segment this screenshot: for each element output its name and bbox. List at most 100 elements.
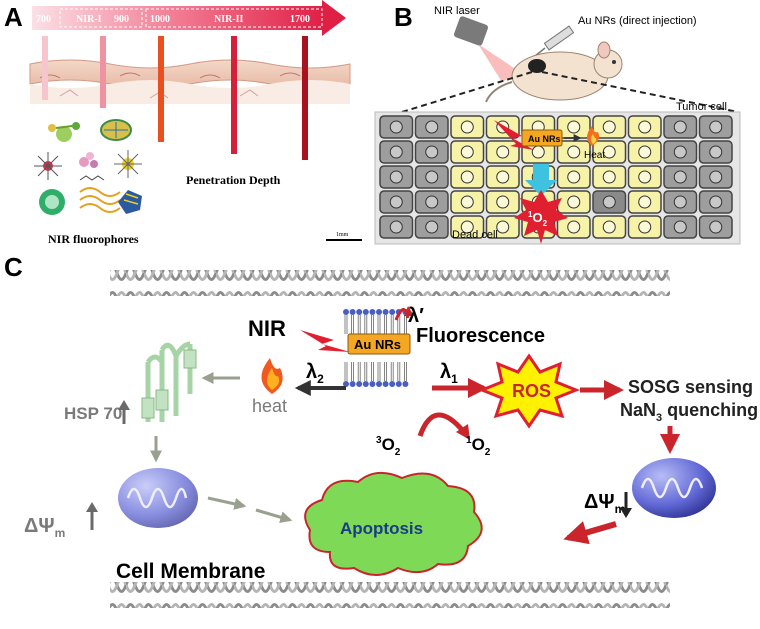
- lipid-head: [382, 309, 389, 315]
- spectrum-label-nir1: NIR-I: [76, 14, 102, 25]
- lipid-head: [382, 381, 389, 387]
- spectrum-label-700: 700: [36, 14, 51, 25]
- lipid-tail: [390, 315, 394, 334]
- membrane-bottom: [110, 582, 670, 608]
- fluorophores-label: NIR fluorophores: [48, 232, 139, 246]
- delta-psi-left-label: ΔΨm: [24, 515, 65, 540]
- down-arrow-cyan: [525, 164, 557, 196]
- triplet-o2-label: 3O2: [376, 435, 401, 458]
- skin-tissue-illustration: [29, 59, 351, 104]
- mito-to-apoptosis-arrows: [207, 496, 293, 524]
- heat-c-label: heat: [252, 396, 287, 416]
- cell-nucleus: [496, 145, 510, 159]
- cell-nucleus: [460, 145, 474, 159]
- oxygen-conversion-arrow: [417, 412, 466, 437]
- cell-nucleus: [673, 195, 687, 209]
- au-nrs-box: [521, 129, 563, 147]
- membrane-top: [110, 270, 670, 296]
- cell-nucleus: [425, 120, 439, 134]
- lipid-tail: [357, 315, 361, 334]
- au-nrs-box-label: Au NRs: [528, 134, 561, 144]
- scale-bar-label: 1mm: [336, 232, 349, 238]
- cell-nucleus: [709, 145, 723, 159]
- cell-nucleus: [460, 220, 474, 234]
- cell-nucleus: [709, 195, 723, 209]
- spectrum-label-1700: 1700: [290, 14, 310, 25]
- spectrum-label-1000: 1000: [150, 14, 170, 25]
- cell-nucleus: [638, 120, 652, 134]
- panel-c: C Au NRs NIR λ′ Fluorescence λ1 λ2 heat: [4, 252, 758, 608]
- lipid-head: [369, 381, 376, 387]
- fluorescence-label: Fluorescence: [416, 325, 545, 347]
- lipid-head: [376, 309, 382, 315]
- cell-nucleus: [602, 170, 616, 184]
- lipid-tail: [384, 362, 387, 381]
- lipid-head: [402, 381, 409, 387]
- mouse-icon: [485, 41, 623, 103]
- lipid-head: [369, 309, 376, 315]
- cell-nucleus: [673, 145, 687, 159]
- laser-device-icon: [453, 16, 520, 82]
- cell-nucleus: [425, 195, 439, 209]
- cell-nucleus: [425, 220, 439, 234]
- nan3-label: NaN3 quenching: [620, 400, 758, 424]
- lipid-tail: [344, 315, 348, 334]
- lipid-tail: [390, 362, 394, 381]
- lipid-tail: [344, 362, 348, 381]
- cell-nucleus: [638, 170, 652, 184]
- lipid-head: [389, 381, 396, 387]
- lipid-tail: [377, 315, 381, 334]
- mitochondrion-right-icon: [632, 458, 716, 518]
- fluorophore-cluster-icon: [79, 152, 98, 168]
- delta-psi-right-label: ΔΨm: [584, 491, 625, 516]
- tumor-cell-grid: [379, 115, 733, 239]
- delta-psi-up-arrow-icon: [86, 502, 98, 530]
- cell-nucleus: [389, 195, 403, 209]
- singlet-o2-label: 1O2: [528, 210, 548, 228]
- spectrum-arrow: [32, 0, 346, 36]
- cell-nucleus: [496, 170, 510, 184]
- hsp70-up-arrow-icon: [118, 400, 130, 424]
- lipid-tail: [351, 315, 354, 334]
- apoptosis-cloud-icon: [304, 471, 483, 576]
- cell-nucleus: [531, 145, 545, 159]
- hsp70-label: HSP 70: [64, 404, 122, 423]
- cell-nucleus: [567, 195, 581, 209]
- singlet-o2-c-label: 1O2: [466, 435, 491, 458]
- fluorophore-dendrimer-icon: [34, 152, 62, 180]
- ros-label: ROS: [512, 381, 551, 401]
- panel-a: A 700 NIR-I 900 1000 NIR-II 1700 Penetra…: [4, 0, 362, 246]
- cell-nucleus: [567, 170, 581, 184]
- flame-icon: [587, 126, 600, 146]
- cell-nucleus: [567, 120, 581, 134]
- fluorophore-sphere-icon: [39, 189, 65, 215]
- lipid-tail: [357, 362, 361, 381]
- cell-nucleus: [673, 170, 687, 184]
- cell-nucleus: [389, 170, 403, 184]
- cell-nucleus: [602, 145, 616, 159]
- fluorescence-arrowhead: [404, 306, 414, 316]
- cell-membrane-label: Cell Membrane: [116, 560, 265, 583]
- panel-b-letter: B: [394, 2, 413, 32]
- cell-nucleus: [389, 120, 403, 134]
- lipid-tail: [364, 315, 368, 334]
- fluorophore-nanotube-icon: [79, 187, 121, 213]
- hsp70-protein-icon: [141, 341, 197, 422]
- cell-nucleus: [460, 195, 474, 209]
- cell-nucleus: [638, 195, 652, 209]
- oxygen-conversion-arrowhead: [456, 424, 470, 440]
- lipid-head: [343, 309, 349, 315]
- mitochondrion-left-icon: [118, 468, 198, 528]
- lipid-head: [376, 381, 382, 387]
- dead-cell-label: Dead cell: [452, 229, 498, 241]
- cell-nucleus: [673, 220, 687, 234]
- au-nrs-c-label: Au NRs: [354, 337, 401, 352]
- heat-flame-icon: [261, 358, 283, 394]
- cell-nucleus: [460, 120, 474, 134]
- lipid-head: [362, 309, 369, 315]
- singlet-oxygen-burst: [514, 190, 568, 244]
- cell-nucleus: [425, 170, 439, 184]
- cell-nucleus: [602, 120, 616, 134]
- lipid-head: [343, 381, 349, 387]
